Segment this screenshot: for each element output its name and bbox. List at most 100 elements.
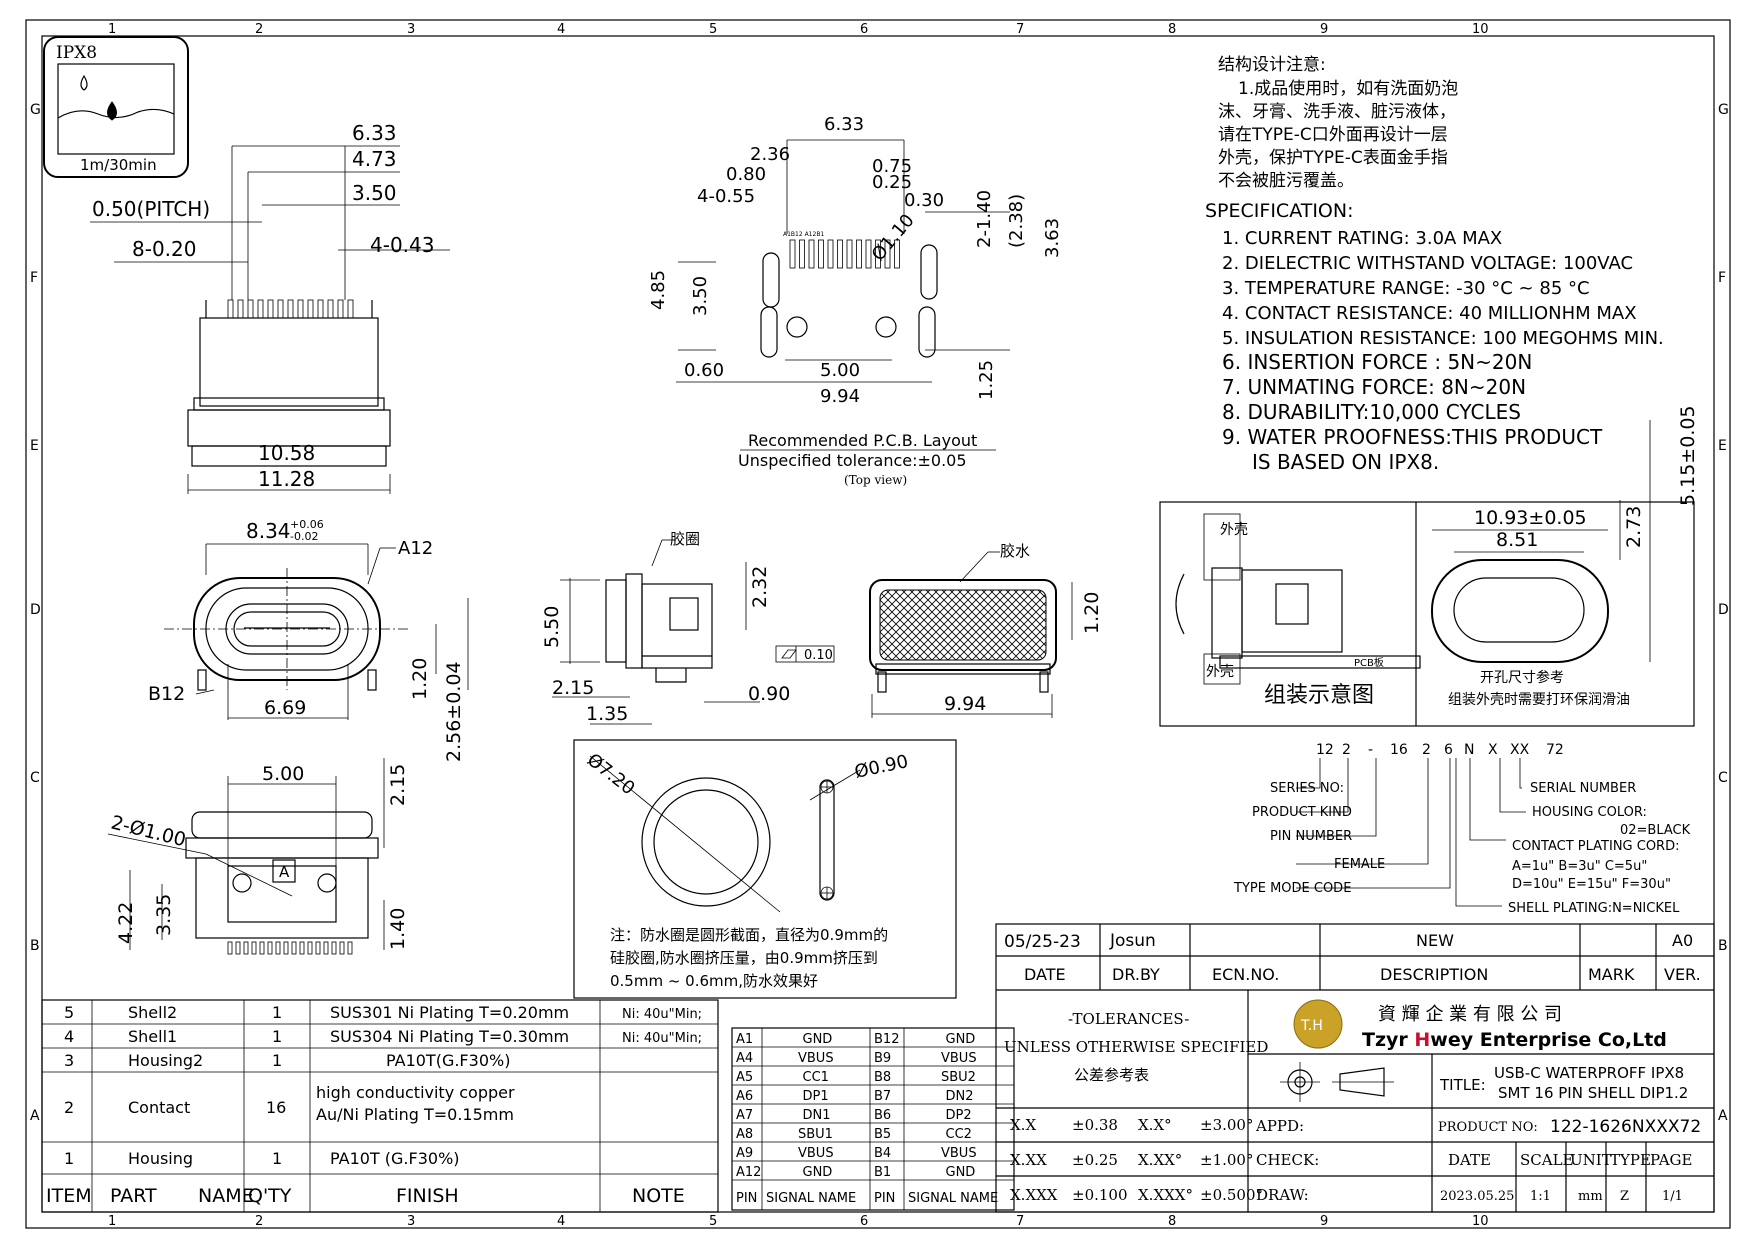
bom-qty: 1	[272, 1003, 282, 1022]
svg-text:2-Ø1.00: 2-Ø1.00	[109, 812, 188, 852]
rev-ver: A0	[1672, 931, 1693, 950]
svg-text:Ø1.10: Ø1.10	[868, 210, 919, 265]
contact-pin	[235, 941, 241, 955]
pn-char: 2	[1342, 742, 1351, 758]
svg-text:2.56±0.04: 2.56±0.04	[443, 661, 465, 762]
pin-cell: B8	[874, 1070, 891, 1085]
svg-text:3.35: 3.35	[153, 894, 175, 936]
contact-pin	[275, 941, 281, 955]
pcb-pad	[789, 239, 796, 269]
pin-cell: A9	[736, 1146, 753, 1161]
bom-header: Q'TY	[248, 1185, 292, 1207]
row-letter: B	[30, 938, 40, 954]
tolerance-cell: X.XX	[1010, 1151, 1047, 1169]
spec-item: 8. DURABILITY:10,000 CYCLES	[1222, 400, 1521, 424]
bom-item: 2	[64, 1098, 74, 1117]
contact-pin	[287, 299, 294, 319]
bom-item: 4	[64, 1027, 74, 1046]
svg-text:5.15±0.05: 5.15±0.05	[1677, 405, 1699, 506]
bom-qty: 1	[272, 1149, 282, 1168]
svg-text:1.20: 1.20	[1081, 592, 1103, 634]
pin-cell: GND	[946, 1032, 976, 1047]
svg-text:MARK: MARK	[1588, 965, 1635, 984]
svg-text:4.22: 4.22	[115, 902, 137, 944]
pin-cell: B7	[874, 1089, 891, 1104]
svg-text:9.94: 9.94	[820, 386, 860, 407]
pin-cell: GND	[803, 1032, 833, 1047]
pin-cell: A7	[736, 1108, 753, 1123]
col-number: 3	[407, 22, 415, 37]
contact-pin	[291, 941, 297, 955]
svg-text:1.25: 1.25	[976, 360, 997, 400]
tolerance-cell: X.XXX	[1010, 1186, 1058, 1204]
svg-text:0.90: 0.90	[748, 683, 790, 705]
note-line: 沫、牙膏、洗手液、脏污液体，	[1218, 101, 1456, 122]
svg-text:0.5mm ~ 0.6mm,防水效果好: 0.5mm ~ 0.6mm,防水效果好	[610, 972, 818, 990]
col-number: 4	[557, 22, 565, 37]
pn-char: 72	[1546, 742, 1564, 758]
svg-text:PRODUCT NO:: PRODUCT NO:	[1438, 1120, 1538, 1135]
pin-cell: DN1	[803, 1108, 831, 1123]
svg-text:1.40: 1.40	[387, 908, 409, 950]
col-number: 10	[1472, 1214, 1489, 1229]
col-number: 10	[1472, 22, 1489, 37]
note-line: 外壳，保护TYPE-C表面金手指	[1218, 148, 1448, 168]
col-number: 6	[860, 1214, 868, 1229]
svg-text:A: A	[279, 863, 290, 881]
pin-cell: GND	[946, 1165, 976, 1180]
svg-text:B12: B12	[148, 683, 185, 705]
pcb-pad	[808, 239, 815, 269]
row-letter: A	[30, 1108, 40, 1124]
row-letter: E	[30, 438, 39, 454]
svg-text:9.94: 9.94	[944, 693, 986, 715]
svg-text:组装外壳时需要打环保润滑油: 组装外壳时需要打环保润滑油	[1448, 691, 1630, 708]
design-notes-cn: 结构设计注意: 1.成品使用时，如有洗面奶泡沫、牙膏、洗手液、脏污液体，请在TY…	[1218, 55, 1458, 191]
dim-tl-2: 3.50	[352, 181, 397, 205]
projection-symbol	[1280, 1062, 1394, 1102]
col-number: 2	[255, 22, 263, 37]
tolerance-cell: ±0.100	[1072, 1186, 1128, 1204]
col-number: 8	[1168, 1214, 1176, 1229]
tb-value: Z	[1620, 1189, 1629, 1204]
svg-text:Ø0.90: Ø0.90	[853, 751, 910, 783]
svg-text:(2.38): (2.38)	[1006, 194, 1027, 248]
front-view: 8.34 +0.06 -0.02 A12 B12 6.69 1.20 2.56±…	[148, 518, 469, 762]
col-number: 5	[709, 1214, 717, 1229]
pin-header: SIGNAL NAME	[908, 1191, 998, 1206]
bom-finish: high conductivity copper	[316, 1083, 515, 1102]
col-number: 7	[1016, 1214, 1024, 1229]
svg-text:-TOLERANCES-: -TOLERANCES-	[1068, 1010, 1189, 1028]
pin-cell: A6	[736, 1089, 753, 1104]
pin-cell: GND	[803, 1165, 833, 1180]
svg-text:CHECK:: CHECK:	[1256, 1151, 1319, 1169]
svg-text:0.10: 0.10	[804, 648, 833, 663]
svg-text:开孔尺寸参考: 开孔尺寸参考	[1480, 669, 1564, 686]
pin-cell: SBU2	[941, 1070, 976, 1085]
svg-text:5.00: 5.00	[262, 763, 304, 785]
row-letter: E	[1718, 438, 1727, 454]
row-letter: A	[1718, 1108, 1728, 1124]
svg-text:4.85: 4.85	[648, 270, 669, 310]
contact-pin	[237, 299, 244, 319]
tolerance-cell: X.XXX°	[1138, 1186, 1193, 1204]
contact-pin	[257, 299, 264, 319]
row-letter: G	[1718, 102, 1729, 118]
tolerance-cell: ±1.00°	[1200, 1151, 1253, 1169]
pn-label: HOUSING COLOR:	[1532, 805, 1647, 820]
svg-text:外壳: 外壳	[1220, 521, 1248, 538]
svg-text:DR.BY: DR.BY	[1112, 965, 1160, 984]
pcb-pad	[856, 239, 862, 269]
svg-text:2.15: 2.15	[552, 677, 594, 699]
contact-pin	[267, 941, 273, 955]
tolerance-cell: ±0.25	[1072, 1151, 1118, 1169]
pcb-layout-view: 6.33 2.36 0.75 0.80 0.25 4-0.55 0.30 2-1…	[648, 114, 1063, 487]
svg-text:3.50: 3.50	[690, 276, 711, 316]
tb-value: mm	[1578, 1189, 1603, 1204]
bom-header: PART	[110, 1185, 157, 1207]
dim-tl-7: 11.28	[258, 467, 315, 491]
pn-label: PRODUCT KIND	[1252, 805, 1352, 820]
pn-char: X	[1488, 742, 1498, 758]
pin-cell: B1	[874, 1165, 891, 1180]
